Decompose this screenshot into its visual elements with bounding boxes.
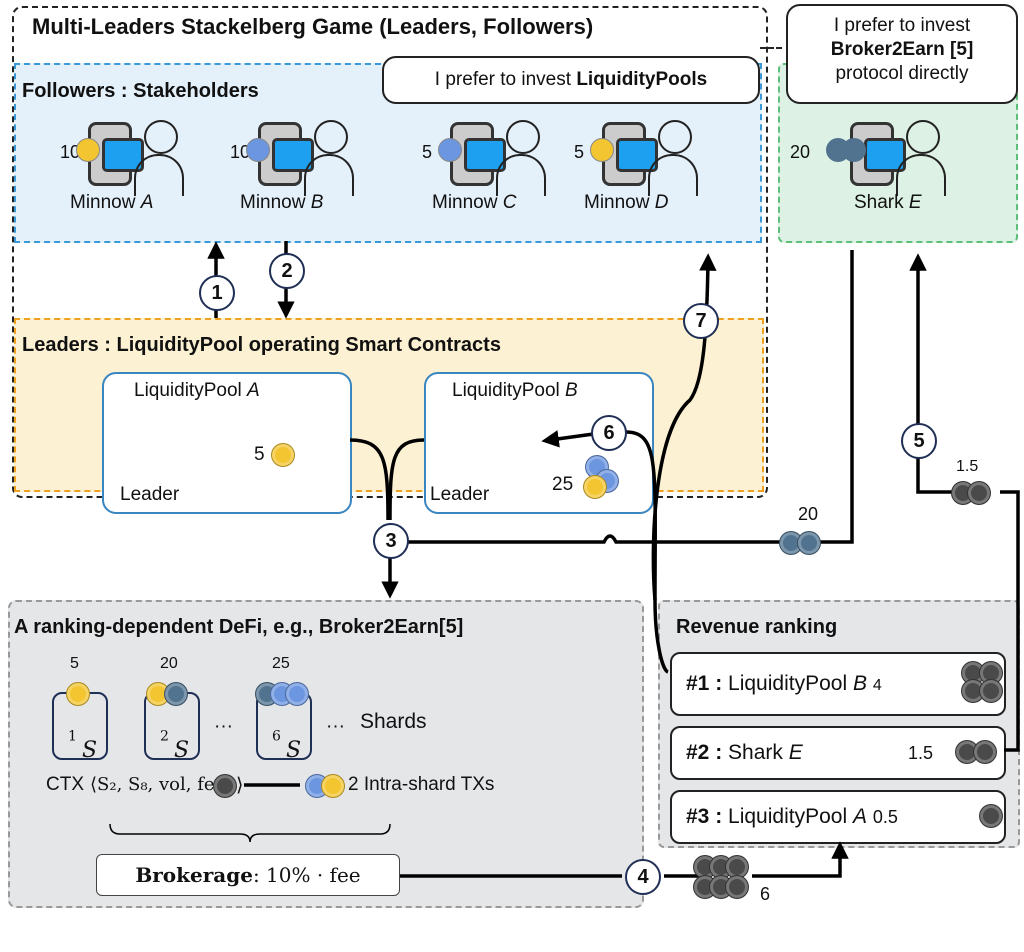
user-body-icon [134, 154, 184, 196]
shark-stake-value: 20 [798, 504, 819, 524]
leader-a-label: Leader [120, 484, 180, 505]
shard-s1-amount: 5 [70, 655, 79, 672]
ctx-tuple: ⟨S₂, S₈, vol, fee [90, 774, 226, 795]
coin-icon [66, 682, 90, 706]
coin-icon [321, 774, 345, 798]
bubble-bold-line: Broker2Earn [5] [830, 39, 974, 60]
shark-e: 20 Shark E [790, 120, 992, 220]
coin-icon [973, 740, 997, 764]
bubble-line: I prefer to invest [833, 15, 971, 36]
shark-reward-value: 1.5 [956, 458, 979, 475]
step-4-badge: 4 [625, 859, 661, 895]
step-1-badge: 1 [199, 275, 235, 311]
bubble-text: I prefer to invest [434, 69, 577, 90]
ranking-row-3: #3 : LiquidityPool A 0.5 [670, 790, 1006, 844]
follower-label: Minnow C [432, 192, 517, 213]
line-shark-stake [820, 250, 854, 544]
coin-icon [164, 682, 188, 706]
user-icon [144, 120, 178, 154]
bubble-bold-text: LiquidityPools [576, 69, 708, 90]
coin-icon [285, 682, 309, 706]
user-body-icon [648, 154, 698, 196]
coin-icon [842, 138, 866, 162]
defi-title: A ranking-dependent DeFi, e.g., Broker2E… [14, 616, 464, 638]
coin-icon [967, 481, 991, 505]
pool-a-amount: 5 [254, 444, 265, 465]
arrow-step-6 [625, 430, 670, 674]
arrow-from-pool-a [349, 438, 390, 521]
brokerage-box: Brokerage: 10% · fee [96, 854, 400, 896]
liquidity-pool-a [102, 372, 352, 514]
leader-b-label: Leader [430, 484, 490, 505]
wallet-icon [102, 138, 144, 172]
user-body-icon [496, 154, 546, 196]
coin-icon [213, 774, 237, 798]
follower-amount: 10 [60, 142, 81, 162]
brokerage-total-value: 6 [760, 884, 771, 904]
shark-amount: 20 [790, 142, 811, 162]
leaders-title: Leaders : LiquidityPool operating Smart … [22, 334, 501, 356]
shark-speech-bubble: I prefer to invest Broker2Earn [5] proto… [786, 4, 1018, 104]
ellipsis: ··· [326, 716, 345, 737]
coin-icon [725, 875, 749, 899]
brace [109, 823, 391, 843]
user-icon [506, 120, 540, 154]
coin-icon [438, 138, 462, 162]
ctx-result: 2 Intra-shard TXs [348, 774, 495, 795]
step-5-badge: 5 [901, 423, 937, 459]
ranking-title: Revenue ranking [676, 616, 838, 638]
minnow-speech-bubble: I prefer to invest LiquidityPools [382, 56, 760, 104]
shark-dash-connector [760, 47, 782, 49]
step-6-badge: 6 [591, 415, 627, 451]
user-body-icon [896, 154, 946, 196]
follower-minnow-b: 10 Minnow B [230, 120, 380, 220]
shard-s6-amount: 25 [272, 655, 290, 672]
coin-icon [271, 443, 295, 467]
coin-icon [246, 138, 270, 162]
coin-icon [583, 475, 607, 499]
follower-amount: 10 [230, 142, 251, 162]
arrow-from-pool-b [388, 438, 425, 521]
line-3-to-shark [408, 534, 790, 544]
follower-minnow-a: 10 Minnow A [60, 120, 210, 220]
follower-amount: 5 [422, 142, 433, 162]
ranking-row-1: #1 : LiquidityPool B 4 [670, 652, 1006, 716]
user-body-icon [304, 154, 354, 196]
ellipsis: ··· [214, 716, 233, 737]
follower-label: Minnow A [70, 192, 154, 213]
user-icon [658, 120, 692, 154]
coin-icon [590, 138, 614, 162]
brokerage-label: Brokerage [135, 863, 253, 887]
coin-icon [797, 531, 821, 555]
bubble-line: protocol directly [835, 63, 969, 84]
coin-icon [979, 804, 1003, 828]
follower-label: Minnow B [240, 192, 324, 213]
line-reward-to-rank [1000, 490, 1020, 752]
step-2-badge: 2 [269, 253, 305, 289]
pool-b-amount: 25 [552, 474, 574, 495]
follower-minnow-c: 5 Minnow C [422, 120, 572, 220]
step-7-badge: 7 [683, 303, 719, 339]
user-icon [906, 120, 940, 154]
step-3-badge: 3 [373, 523, 409, 559]
user-icon [314, 120, 348, 154]
ctx-prefix: CTX [46, 774, 84, 795]
coin-icon [76, 138, 100, 162]
follower-label: Minnow D [584, 192, 669, 213]
ctx-close: ⟩ [236, 774, 244, 796]
shard-s2-amount: 20 [160, 655, 178, 672]
shards-label: Shards [360, 710, 427, 733]
followers-title: Followers : Stakeholders [22, 80, 259, 102]
line-5-reward [916, 454, 952, 494]
pool-a-label: LiquidityPool A [134, 380, 260, 401]
arrow-coins-to-ranking [752, 841, 849, 878]
follower-minnow-d: 5 Minnow D [574, 120, 724, 220]
brokerage-formula: : 10% · fee [252, 863, 361, 887]
diagram-title: Multi-Leaders Stackelberg Game (Leaders,… [32, 14, 594, 39]
coin-icon [979, 679, 1003, 703]
follower-amount: 5 [574, 142, 585, 162]
pool-b-label: LiquidityPool B [452, 380, 578, 401]
shark-label: Shark E [854, 192, 922, 213]
